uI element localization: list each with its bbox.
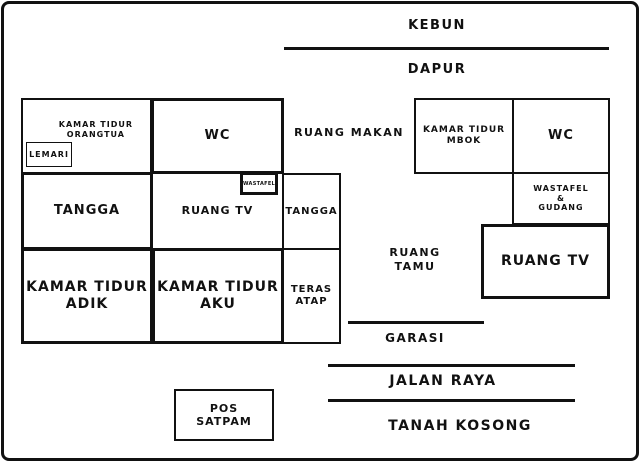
ruang-tamu-label: RUANG TAMU xyxy=(389,246,441,273)
wc-left-label: WC xyxy=(204,128,231,144)
pos-satpam-label: POS SATPAM xyxy=(196,401,252,428)
jalan-raya-bottom-line xyxy=(328,399,575,402)
lemari-label: LEMARI xyxy=(29,149,69,159)
garasi-boundary-line xyxy=(348,321,484,324)
room-wastafel-gudang: WASTAFEL & GUDANG xyxy=(512,172,610,225)
room-kamar-tidur-mbok: KAMAR TIDUR MBOK xyxy=(414,98,514,174)
jalan-raya-label: JALAN RAYA xyxy=(389,373,497,389)
furniture-lemari: LEMARI xyxy=(26,142,72,167)
ruang-tv-right-label: RUANG TV xyxy=(500,253,591,270)
garasi-label: GARASI xyxy=(385,331,445,345)
kebun-label: KEBUN xyxy=(408,18,466,33)
tangga-left-label: TANGGA xyxy=(53,203,121,219)
ruang-makan-label: RUANG MAKAN xyxy=(294,126,404,139)
kamar-tidur-orangtua-label: KAMAR TIDUR ORANGTUA xyxy=(58,120,133,139)
wc-right-label: WC xyxy=(548,128,574,144)
kamar-tidur-adik-label: KAMAR TIDUR ADIK xyxy=(26,279,148,312)
room-wc-left: WC xyxy=(150,98,284,174)
jalan-raya-top-line xyxy=(328,364,575,367)
kamar-tidur-aku-label: KAMAR TIDUR AKU xyxy=(157,279,279,312)
dapur-label: DAPUR xyxy=(407,62,467,77)
room-kamar-tidur-adik: KAMAR TIDUR ADIK xyxy=(21,248,153,344)
wastafel-gudang-label: WASTAFEL & GUDANG xyxy=(533,184,589,213)
room-tangga-left: TANGGA xyxy=(21,172,153,250)
building-pos-satpam: POS SATPAM xyxy=(174,389,274,441)
room-ruang-tv-right: RUANG TV xyxy=(481,224,610,299)
kamar-tidur-mbok-label: KAMAR TIDUR MBOK xyxy=(422,125,506,146)
tanah-kosong-label: TANAH KOSONG xyxy=(388,418,532,434)
teras-atap-label: TERAS ATAP xyxy=(290,284,333,307)
wastafel-label: WASTAFEL xyxy=(242,180,276,187)
tangga-small-label: TANGGA xyxy=(285,205,338,217)
ruang-tv-left-label: RUANG TV xyxy=(181,204,254,218)
room-wc-right: WC xyxy=(512,98,610,174)
fixture-wastafel: WASTAFEL xyxy=(240,172,278,195)
room-teras-atap: TERAS ATAP xyxy=(282,248,341,344)
room-kamar-tidur-aku: KAMAR TIDUR AKU xyxy=(151,248,284,344)
room-tangga-small: TANGGA xyxy=(282,173,341,250)
kebun-boundary-line xyxy=(284,47,609,50)
